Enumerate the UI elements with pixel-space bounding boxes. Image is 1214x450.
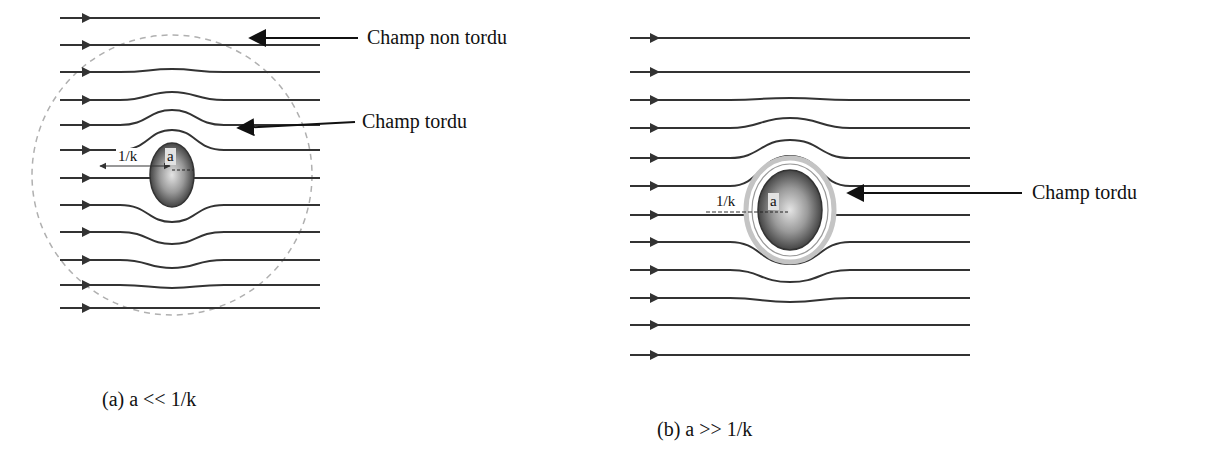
length-arrow bbox=[706, 211, 760, 212]
length-arrow bbox=[100, 165, 170, 166]
radius-line bbox=[172, 169, 193, 170]
field-arrowheads bbox=[82, 13, 92, 313]
twisted-ring bbox=[752, 164, 828, 256]
radius-label: a bbox=[768, 193, 779, 210]
field-lines bbox=[60, 18, 320, 308]
length-label: 1/k bbox=[116, 148, 139, 165]
leader-line bbox=[250, 37, 358, 39]
leader-line bbox=[238, 122, 355, 128]
field-label: Champ tordu bbox=[360, 110, 469, 132]
radius-line bbox=[760, 211, 790, 212]
twisted-ring bbox=[746, 158, 834, 262]
field-lines bbox=[630, 38, 970, 355]
object bbox=[758, 170, 822, 250]
length-label: 1/k bbox=[714, 193, 737, 210]
panel-caption: (b) a >> 1/k bbox=[655, 418, 754, 440]
boundary-circle bbox=[32, 35, 312, 315]
field-arrowheads bbox=[650, 33, 660, 360]
object bbox=[150, 143, 194, 207]
radius-label: a bbox=[165, 148, 176, 165]
leader-line bbox=[848, 192, 1022, 194]
panel-caption: (a) a << 1/k bbox=[100, 388, 198, 410]
field-label: Champ non tordu bbox=[365, 26, 509, 48]
field-label: Champ tordu bbox=[1030, 181, 1139, 203]
